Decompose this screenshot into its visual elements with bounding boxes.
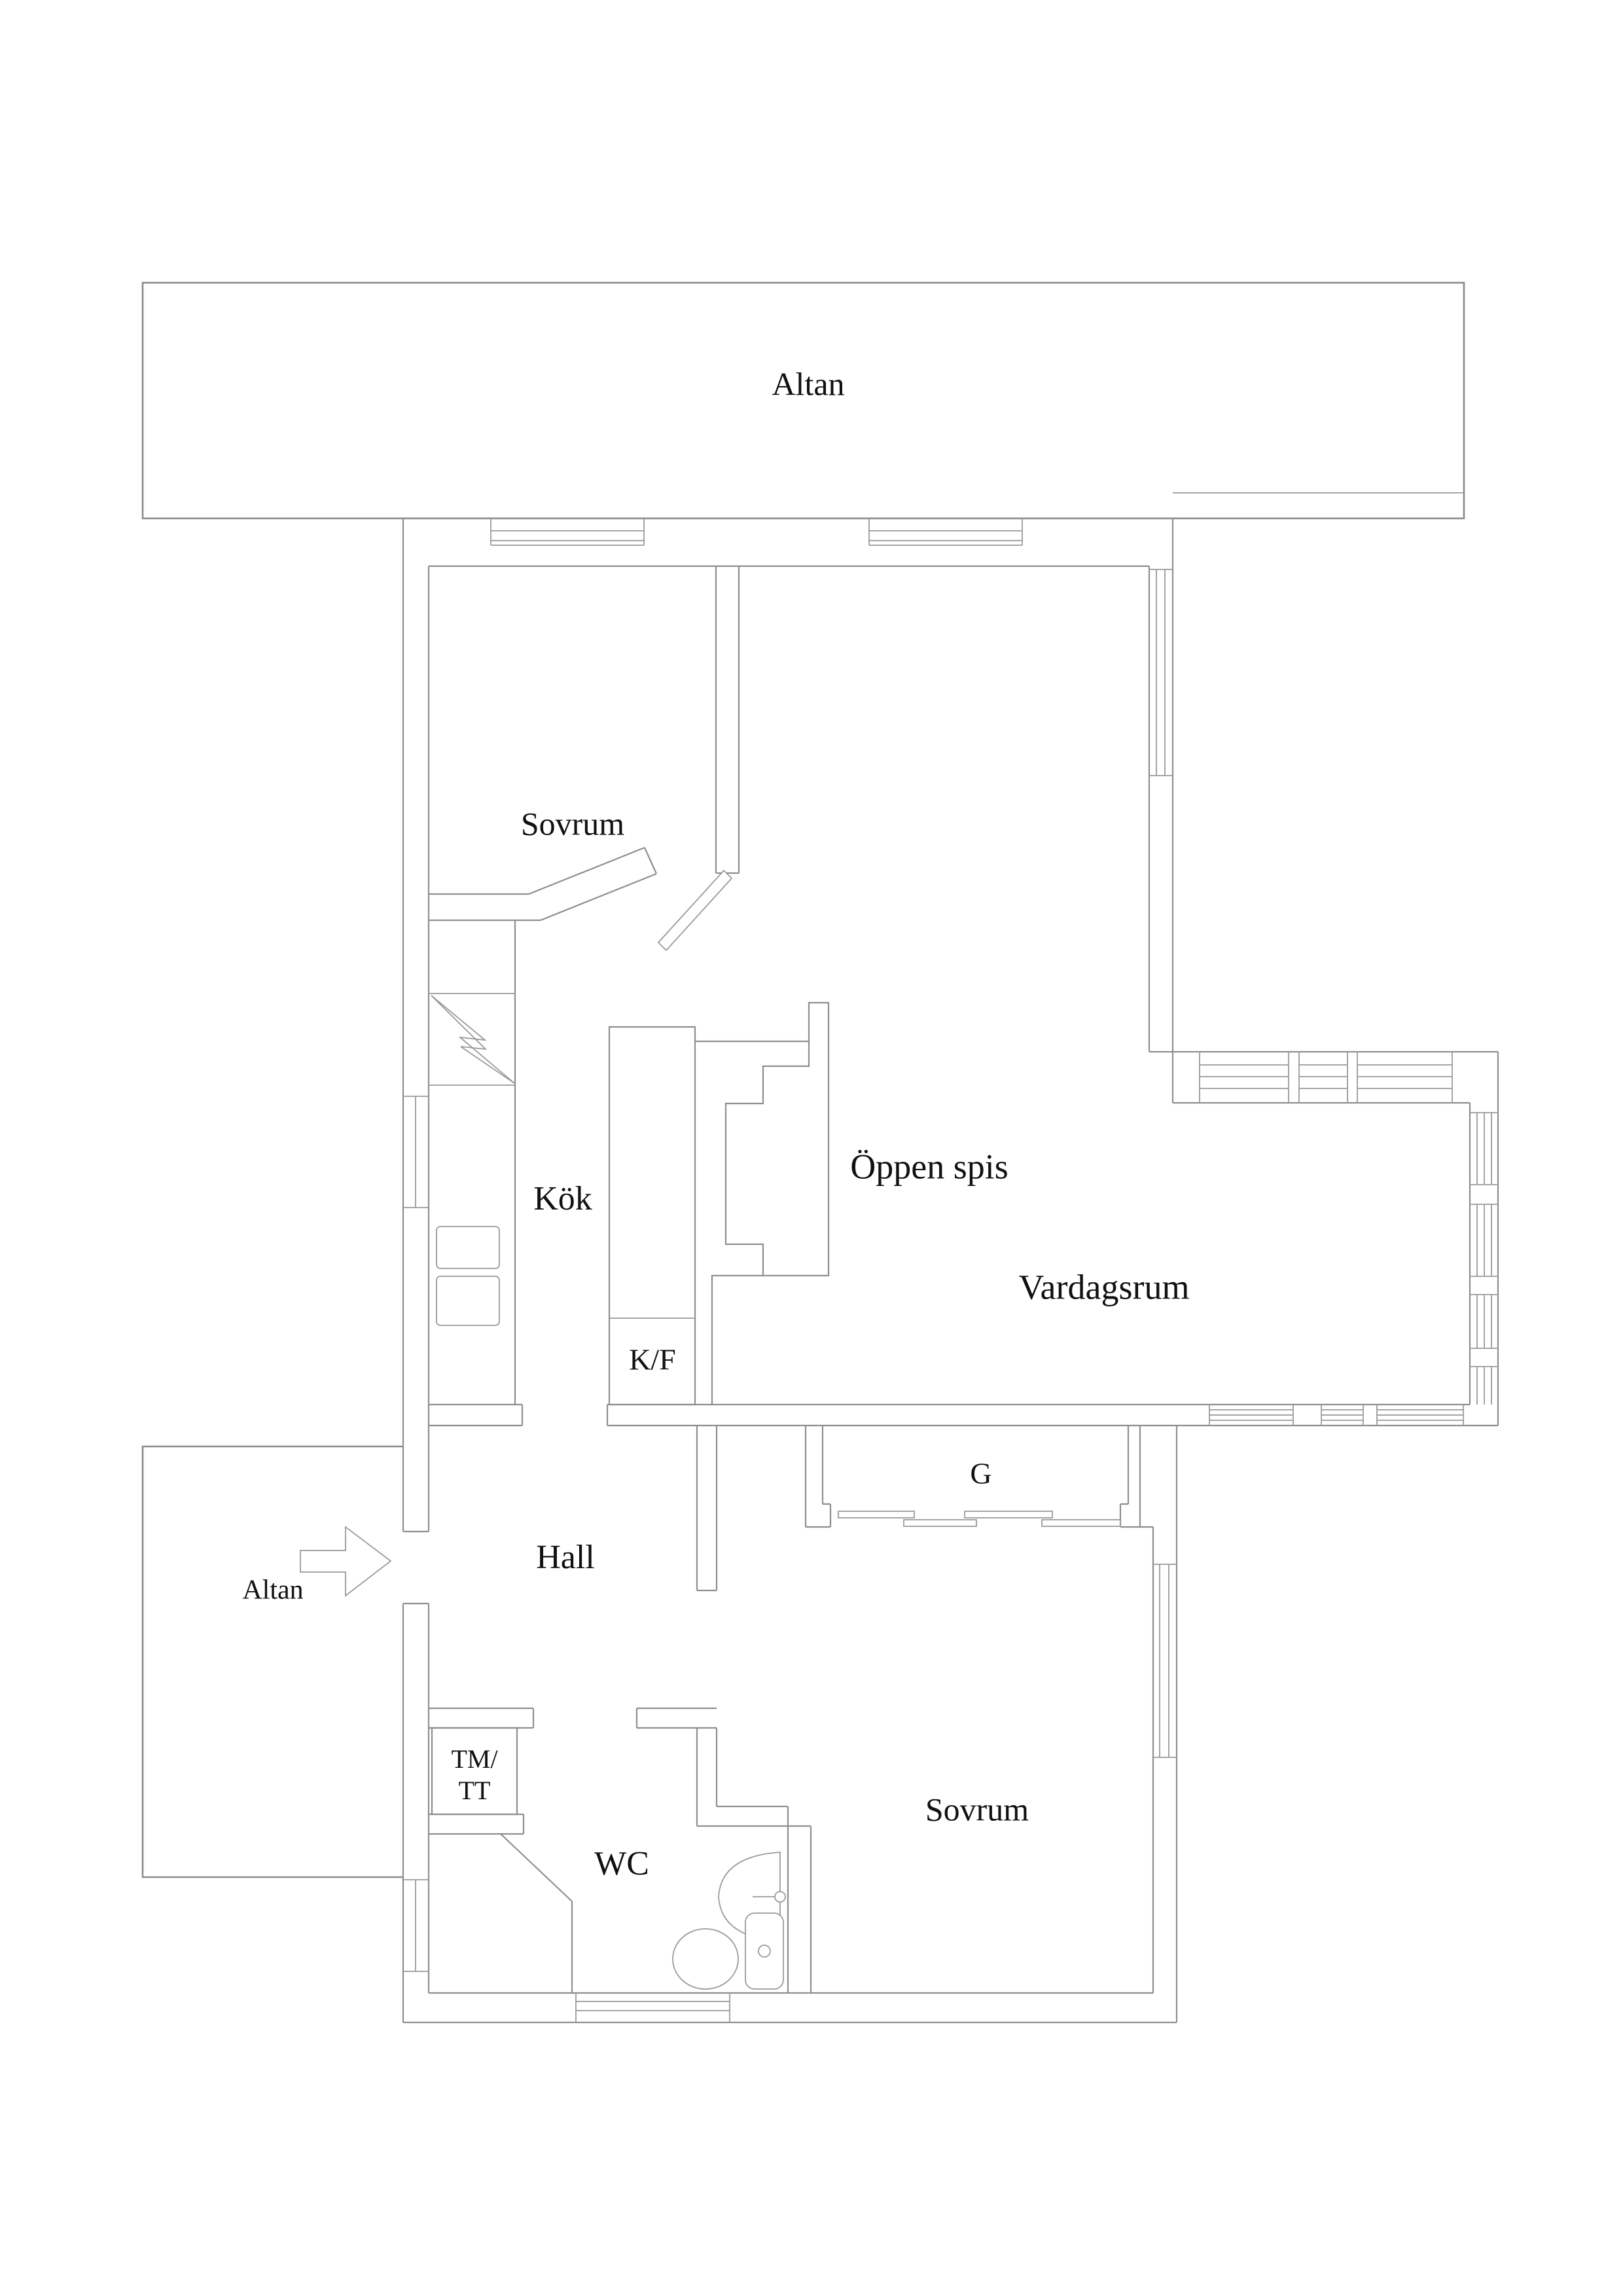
room-label-sovrum-top: Sovrum <box>521 805 624 842</box>
stove-zigzag-icon <box>431 995 515 1084</box>
room-label-altan-top: Altan <box>772 365 844 402</box>
room-label-g: G <box>970 1457 991 1490</box>
hall-partitions <box>696 1426 1153 1592</box>
kitchen-sink-icon <box>436 1276 500 1326</box>
kitchen-fittings <box>429 920 516 1405</box>
room-label-tmtt-line1: TM/ <box>451 1744 498 1774</box>
window-symbol <box>1357 1052 1453 1103</box>
window-symbol <box>403 1096 429 1208</box>
terrace-left <box>141 1445 403 1878</box>
sliding-door-icon <box>1041 1519 1121 1527</box>
fridge-freezer-unit <box>608 1026 696 1406</box>
room-label-hall: Hall <box>536 1539 595 1576</box>
window-symbol <box>1298 1052 1348 1103</box>
toilet-icon <box>672 1912 784 1990</box>
window-symbol <box>1470 1112 1498 1185</box>
exterior-walls <box>402 517 1499 2024</box>
bedroom-top-partition <box>429 566 740 952</box>
window-symbol <box>490 518 645 546</box>
sliding-door-icon <box>838 1511 915 1518</box>
window-symbol <box>1153 1564 1177 1758</box>
window-symbol <box>1376 1405 1464 1426</box>
door-leaf-icon <box>657 869 733 952</box>
window-symbol <box>1470 1294 1498 1349</box>
kitchen-sink-icon <box>436 1226 500 1269</box>
room-label-sovrum-bottom: Sovrum <box>925 1791 1029 1827</box>
window-symbol <box>1470 1366 1498 1405</box>
window-symbol <box>1470 1204 1498 1277</box>
room-label-wc: WC <box>594 1845 649 1882</box>
wc-block <box>429 1707 812 1993</box>
window-symbol <box>868 518 1023 546</box>
sliding-door-icon <box>964 1511 1053 1518</box>
sliding-door-icon <box>903 1519 977 1527</box>
window-symbol <box>1209 1405 1294 1426</box>
room-label-tmtt-line2: TT <box>459 1776 491 1805</box>
window-symbol <box>575 1993 730 2022</box>
entrance-arrow-icon <box>300 1526 392 1597</box>
room-label-altan-left: Altan <box>242 1575 303 1605</box>
room-label-kok: Kök <box>533 1180 592 1217</box>
window-symbol <box>403 1879 429 1972</box>
room-label-vardagsrum: Vardagsrum <box>1019 1267 1190 1306</box>
fireplace-icon <box>695 1001 830 1405</box>
window-symbol <box>1199 1052 1289 1103</box>
window-symbol <box>1321 1405 1364 1426</box>
room-label-oppen-spis: Öppen spis <box>850 1147 1008 1186</box>
window-symbol <box>1149 569 1173 776</box>
room-label-kf: K/F <box>629 1343 676 1376</box>
